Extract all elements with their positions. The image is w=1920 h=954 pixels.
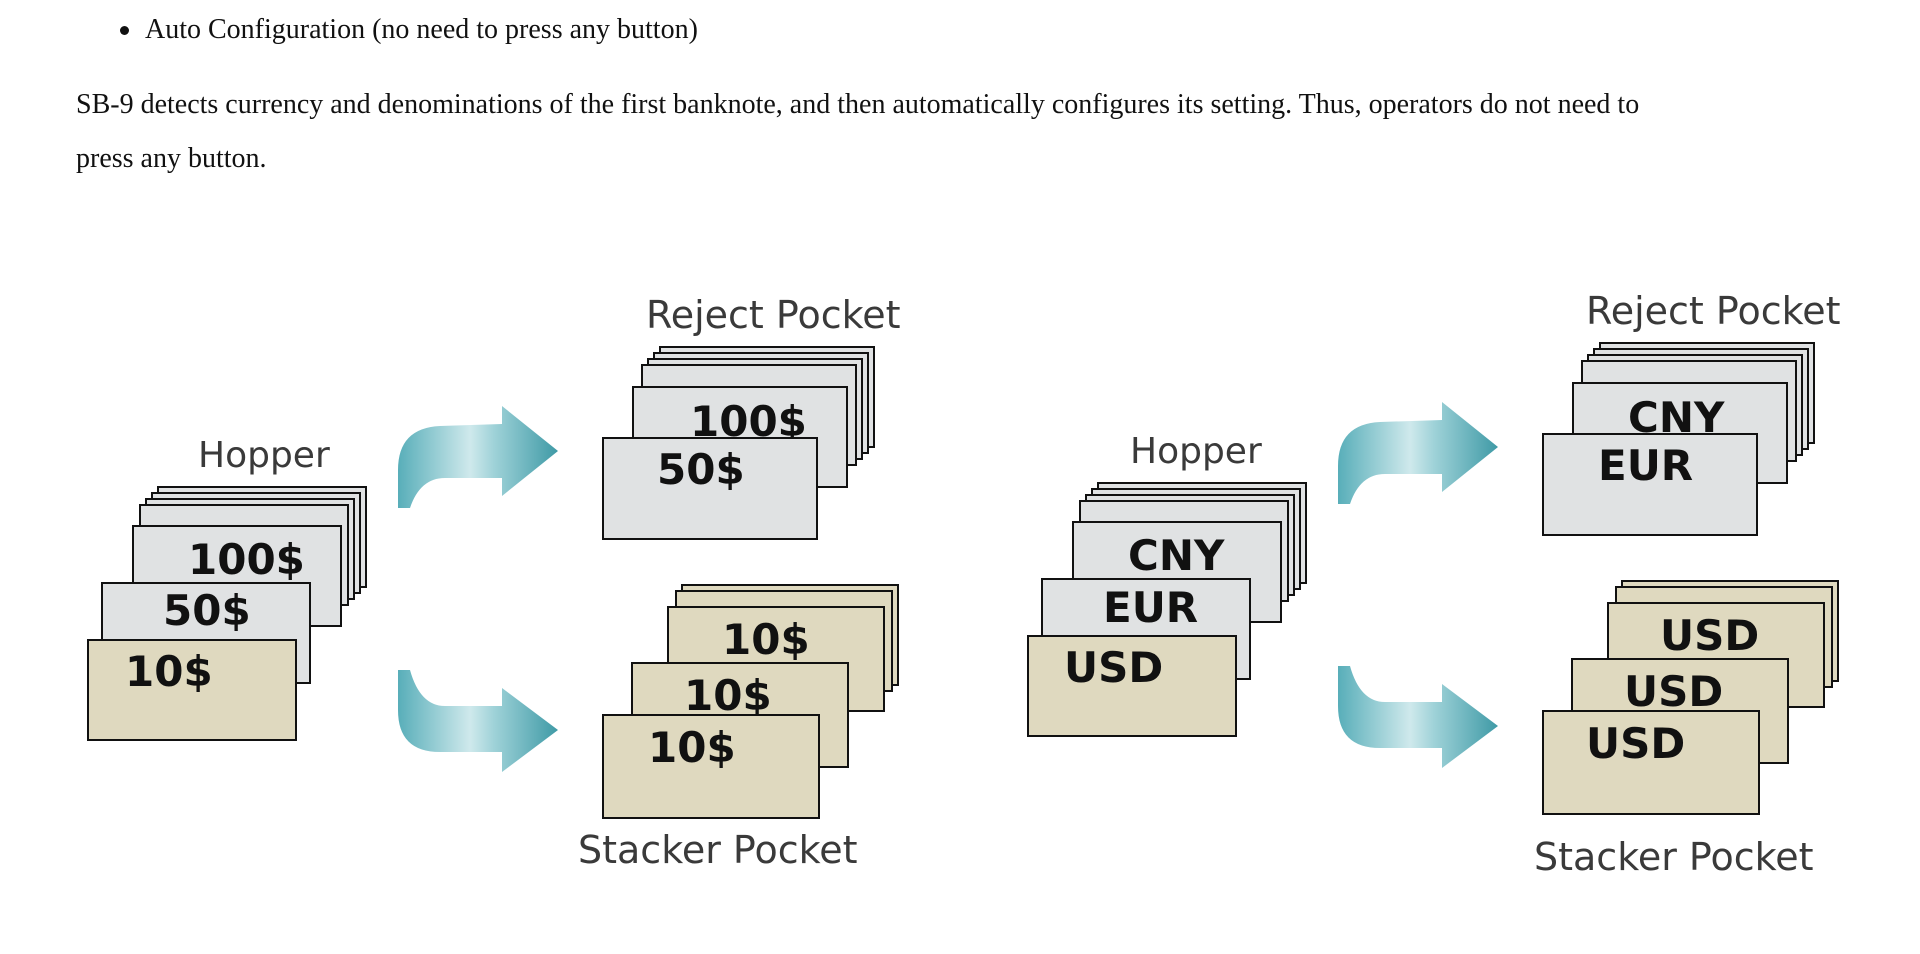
- left-stacker-note-2-text: 10$: [684, 671, 772, 720]
- right-reject-label: Reject Pocket: [1586, 289, 1841, 333]
- right-reject-note-2-text: EUR: [1598, 441, 1693, 490]
- paragraph-line-2: press any button.: [76, 143, 267, 174]
- left-reject-label: Reject Pocket: [646, 293, 901, 337]
- bullet-item: Auto Configuration (no need to press any…: [120, 14, 698, 46]
- right-stacker-note-2-text: USD: [1624, 667, 1723, 716]
- right-stacker-stack: USD USD USD: [1542, 580, 1839, 815]
- left-diagram: Hopper 100$ 50$ 10$ Reject Pocket 100$: [87, 293, 901, 872]
- right-arrow-to-stacker-icon: [1338, 666, 1498, 768]
- bullet-text: Auto Configuration (no need to press any…: [145, 14, 698, 45]
- left-hopper-stack: 100$ 50$ 10$: [87, 486, 367, 741]
- right-hopper-label: Hopper: [1130, 431, 1262, 472]
- right-stacker-label: Stacker Pocket: [1534, 835, 1814, 879]
- right-hopper-note-3: [1027, 635, 1237, 737]
- left-hopper-note-3-text: 10$: [125, 647, 213, 696]
- right-diagram: Hopper CNY EUR USD Reject Pocket CNY E: [1027, 289, 1841, 879]
- right-hopper-note-3-text: USD: [1064, 643, 1163, 692]
- right-hopper-stack: CNY EUR USD: [1027, 482, 1307, 737]
- left-stacker-note-1-text: 10$: [722, 615, 810, 664]
- left-stacker-label: Stacker Pocket: [578, 828, 858, 872]
- right-hopper-note-2-text: EUR: [1103, 583, 1198, 632]
- paragraph-line-1: SB-9 detects currency and denominations …: [76, 89, 1640, 120]
- right-reject-stack: CNY EUR: [1542, 342, 1815, 536]
- right-stacker-note-3: [1542, 710, 1760, 815]
- left-stacker-note-3-text: 10$: [648, 723, 736, 772]
- right-reject-note-2: [1542, 433, 1758, 536]
- left-arrow-to-stacker-icon: [398, 670, 558, 772]
- left-stacker-stack: 10$ 10$ 10$: [602, 584, 899, 819]
- right-hopper-note-1-text: CNY: [1128, 531, 1225, 580]
- left-reject-stack: 100$ 50$: [602, 346, 875, 540]
- left-hopper-note-2-text: 50$: [163, 586, 251, 635]
- left-reject-note-2: [602, 437, 818, 540]
- left-hopper-note-1-text: 100$: [188, 535, 305, 584]
- left-hopper-note-3: [87, 639, 297, 741]
- left-hopper-label: Hopper: [198, 435, 330, 476]
- left-arrow-to-reject-icon: [398, 406, 558, 508]
- bullet-dot-icon: [120, 25, 129, 35]
- right-stacker-note-3-text: USD: [1586, 719, 1685, 768]
- right-arrow-to-reject-icon: [1338, 402, 1498, 504]
- left-reject-note-2-text: 50$: [657, 445, 745, 494]
- right-stacker-note-1-text: USD: [1660, 611, 1759, 660]
- description-paragraph: SB-9 detects currency and denominations …: [76, 78, 1866, 186]
- left-stacker-note-3: [602, 714, 820, 819]
